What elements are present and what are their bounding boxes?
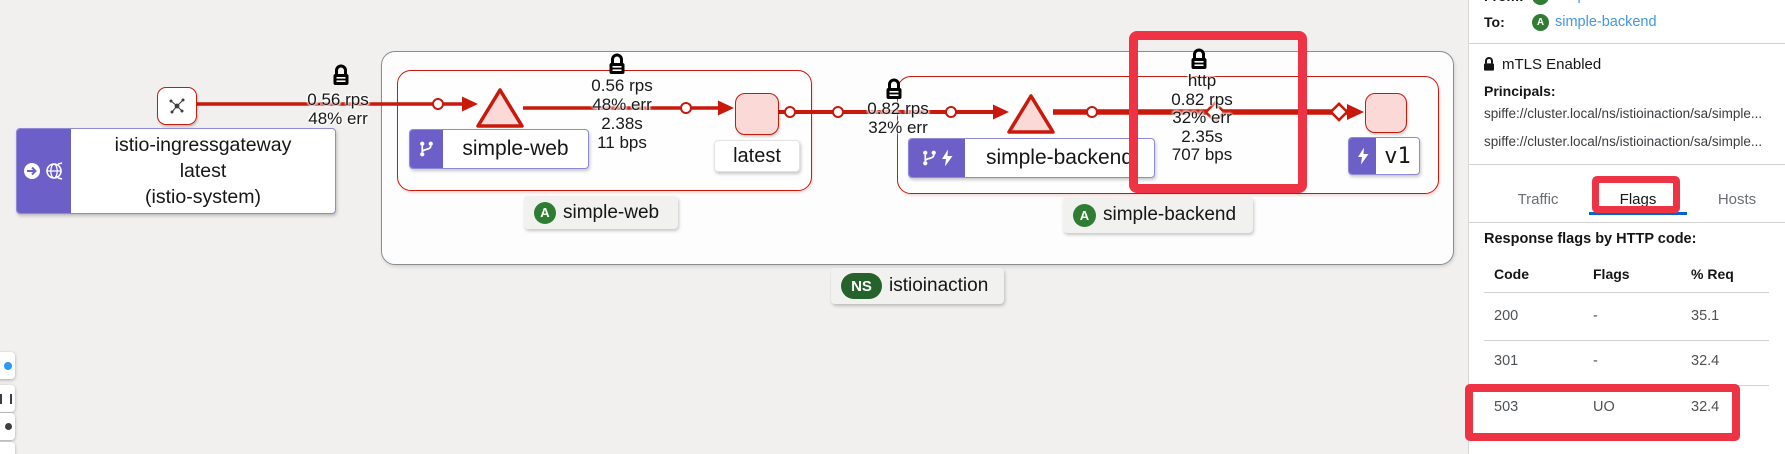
ns-badge-icon: NS: [841, 273, 882, 299]
table-cell-preq: 32.4: [1691, 353, 1720, 369]
col-header-preq: % Req: [1691, 266, 1734, 282]
table-cell-code: 301: [1494, 353, 1519, 369]
principal-value: spiffe://cluster.local/ns/istioinaction/…: [1484, 134, 1763, 149]
app-badge-icon: A: [1532, 13, 1549, 31]
app-chip-simple-web: A simple-web: [524, 196, 678, 229]
table-cell-code: 503: [1494, 399, 1519, 415]
col-header-code: Code: [1494, 266, 1529, 282]
workload-badge: [1349, 138, 1376, 174]
simple-web-label-text: simple-web: [462, 137, 569, 160]
bolt-icon: [941, 149, 952, 167]
col-header-flags: Flags: [1593, 266, 1630, 282]
mtls-lock-icon: [609, 53, 625, 74]
edge-label-backend-v1[interactable]: http 0.82 rps 32% err 2.35s 707 bps: [1171, 71, 1233, 164]
mtls-lock-icon: [1191, 48, 1207, 69]
mtls-lock-icon: [886, 78, 902, 99]
lock-icon: [1484, 57, 1494, 71]
annotation-box-503-row: [1465, 384, 1740, 441]
app-badge-icon: A: [534, 201, 556, 224]
label-simple-web[interactable]: simple-web: [409, 129, 589, 169]
version-badge: [410, 130, 443, 168]
branch-icon: [420, 141, 433, 157]
version-workload-badge: [909, 139, 965, 177]
simple-backend-label-text: simple-backend: [985, 146, 1134, 169]
table-cell-code: 200: [1494, 308, 1519, 324]
node-v1[interactable]: [1365, 93, 1407, 133]
table-cell-preq: 35.1: [1691, 308, 1720, 324]
branch-icon: [922, 150, 936, 166]
node-latest[interactable]: [735, 93, 779, 135]
namespace-chip: NS istioinaction: [831, 268, 1004, 304]
graph-toolbar-fit-button[interactable]: [0, 385, 15, 412]
node-istio-ingressgateway[interactable]: [157, 87, 197, 125]
label-istio-ingressgateway[interactable]: istio-ingressgateway latest (istio-syste…: [16, 128, 336, 214]
from-row: From: simple-backend: [1484, 0, 1657, 8]
dot-icon: [5, 423, 12, 430]
arrow-circle-icon: [24, 163, 40, 179]
app-badge-icon: A: [1073, 203, 1096, 227]
table-cell-flags: UO: [1593, 399, 1615, 415]
edge-label-gateway-web[interactable]: 0.56 rps 48% err: [307, 90, 369, 128]
edge-label-latest-backend[interactable]: 0.82 rps 32% err: [867, 99, 929, 137]
table-cell-flags: -: [1593, 308, 1598, 324]
blue-dot-icon: [4, 361, 12, 370]
graph-toolbar-zoom-button[interactable]: [0, 352, 15, 379]
bolt-icon: [1357, 147, 1368, 165]
edge-details-panel: From: simple-backend To: A simple-backen…: [1468, 0, 1785, 454]
service-badge-icon: [1532, 0, 1549, 5]
arrows-icon: [0, 393, 12, 404]
from-link[interactable]: simple-backend: [1555, 0, 1657, 4]
to-row: To: A simple-backend: [1484, 13, 1657, 31]
tab-flags[interactable]: Flags: [1619, 190, 1657, 208]
mtls-lock-icon: [333, 64, 349, 85]
table-cell-flags: -: [1593, 353, 1598, 369]
flags-table-title: Response flags by HTTP code:: [1484, 231, 1697, 247]
active-tab-underline: [1589, 212, 1687, 215]
label-v1[interactable]: v1: [1348, 137, 1420, 175]
principal-value: spiffe://cluster.local/ns/istioinaction/…: [1484, 106, 1763, 121]
graph-toolbar-more-button[interactable]: [0, 442, 15, 454]
annotation-box-edge-label: [1129, 31, 1307, 193]
mesh-icon: [169, 98, 185, 114]
to-link[interactable]: simple-backend: [1555, 14, 1657, 30]
app-chip-simple-backend: A simple-backend: [1063, 197, 1253, 233]
table-cell-preq: 32.4: [1691, 399, 1720, 415]
gateway-globe-icon: [46, 162, 63, 180]
label-simple-backend[interactable]: simple-backend: [908, 138, 1155, 178]
edge-label-web-latest[interactable]: 0.56 rps 48% err 2.38s 11 bps: [591, 76, 653, 152]
gateway-label-text: istio-ingressgateway latest (istio-syste…: [114, 134, 292, 208]
gateway-badge: [17, 129, 71, 213]
tab-hosts[interactable]: Hosts: [1717, 190, 1757, 208]
annotation-box-flags-tab: [1592, 176, 1680, 213]
tab-traffic[interactable]: Traffic: [1517, 190, 1559, 208]
v1-label-text: v1: [1384, 143, 1411, 169]
label-latest[interactable]: latest: [714, 140, 800, 172]
mtls-row: mTLS Enabled: [1482, 53, 1601, 75]
principals-label: Principals:: [1484, 83, 1556, 99]
graph-toolbar-center-button[interactable]: [0, 413, 15, 440]
